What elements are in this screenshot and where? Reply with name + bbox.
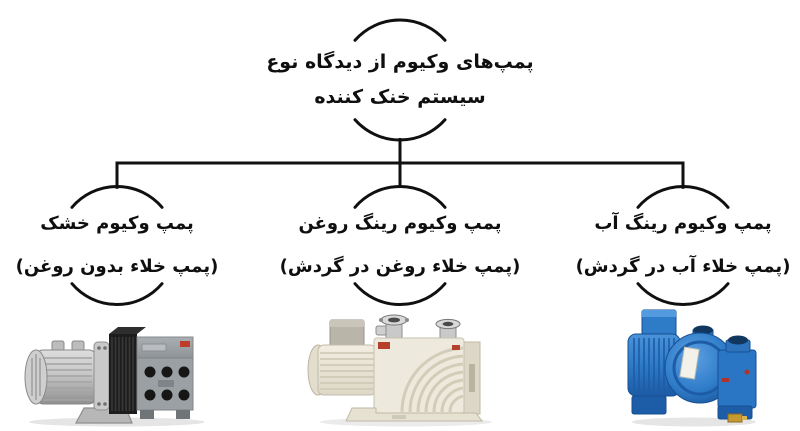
dry-node-bottom-arc xyxy=(70,282,164,307)
root-node-top-arc xyxy=(353,18,447,42)
branch-subtitle-water-ring: (پمپ خلاء آب در گردش) xyxy=(575,256,791,277)
branch-title-oil-ring: پمپ وکیوم رینگ روغن xyxy=(298,213,502,234)
root-node-bottom-arc xyxy=(353,118,447,142)
branch-subtitle-dry: (پمپ خلاء بدون روغن) xyxy=(15,256,219,277)
water-ring-vacuum-pump-image xyxy=(626,306,762,428)
oil-ring-node-bottom-arc xyxy=(353,282,447,307)
branch-title-water-ring: پمپ وکیوم رینگ آب xyxy=(594,213,772,234)
water-ring-node-bottom-arc xyxy=(636,282,730,307)
root-title-line1: پمپ‌های وکیوم از دیدگاه نوع xyxy=(266,51,534,73)
branch-title-dry: پمپ وکیوم خشک xyxy=(40,213,194,234)
water-ring-node-top-arc xyxy=(636,184,730,209)
dry-node-top-arc xyxy=(70,184,164,209)
branch-subtitle-oil-ring: (پمپ خلاء روغن در گردش) xyxy=(279,256,521,277)
oil-ring-vacuum-pump-image xyxy=(306,308,492,428)
root-title-line2: سیستم خنک کننده xyxy=(314,86,486,108)
oil-ring-node-top-arc xyxy=(353,184,447,209)
dry-vacuum-pump-image xyxy=(22,314,205,427)
tree-lines xyxy=(115,138,685,189)
